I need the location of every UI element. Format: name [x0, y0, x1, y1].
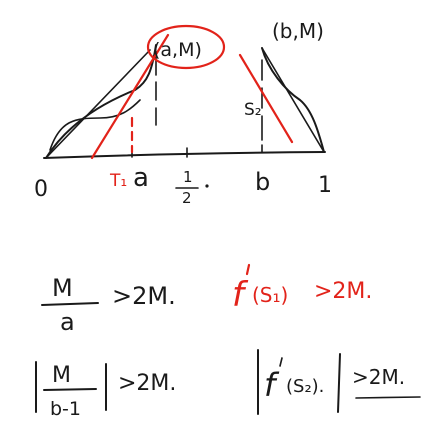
row1-left-rhs: >2M. — [112, 282, 176, 310]
row2-right-arg: (S₂). — [286, 376, 324, 397]
row1-left-bar — [41, 302, 99, 306]
label-b: b — [255, 168, 270, 196]
red-tangent-left — [90, 33, 170, 160]
label-a: a — [133, 163, 149, 193]
label-half-num: 1 — [183, 168, 193, 186]
x-axis — [43, 151, 326, 159]
row2-left-numerator: M — [52, 363, 71, 388]
point-label-right: (b,M) — [272, 19, 324, 43]
label-one: 1 — [318, 173, 332, 198]
row2-left-rhs: >2M. — [118, 371, 176, 396]
right-secant — [261, 47, 325, 153]
row1-right-func: f — [232, 275, 249, 315]
row2-left-denominator: b-1 — [50, 398, 81, 420]
label-origin: 0 — [34, 177, 48, 202]
row1-left-denominator: a — [60, 308, 75, 336]
dot-mark — [205, 184, 209, 188]
left-secant — [45, 49, 151, 159]
row2-abs-right-close — [337, 353, 341, 413]
left-curve — [45, 44, 157, 159]
row1-left-numerator: M — [52, 274, 73, 302]
row2-underline — [355, 396, 421, 399]
label-half-den: 2 — [182, 189, 192, 207]
red-tangent-right — [238, 53, 294, 144]
row1-right-rhs: >2M. — [314, 279, 372, 304]
row2-right-func: f — [264, 366, 280, 404]
row2-left-bar — [43, 388, 97, 391]
right-curve — [261, 47, 325, 153]
row1-right-arg: (S₁) — [252, 283, 288, 307]
row2-right-rhs: >2M. — [352, 365, 405, 389]
red-circle-point — [146, 24, 226, 70]
label-s2: S₂ — [244, 100, 262, 120]
row2-prime — [279, 357, 283, 367]
left-lens — [49, 99, 141, 151]
row1-prime — [245, 263, 251, 276]
point-label-left: (a,M) — [153, 39, 202, 61]
label-t1: T₁ — [109, 171, 127, 191]
